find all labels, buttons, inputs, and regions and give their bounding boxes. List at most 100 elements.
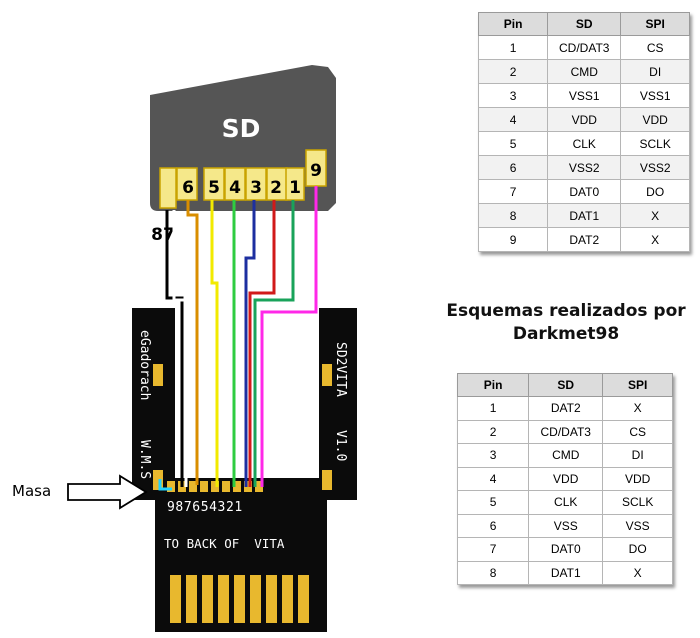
- cell: 7: [477, 179, 549, 204]
- sd-contact-pin-1: [285, 167, 305, 201]
- cell: DAT0: [547, 179, 622, 204]
- cell: DO: [620, 179, 690, 204]
- column-header: Pin: [456, 373, 530, 397]
- solder-pad: [189, 481, 197, 492]
- cell: DI: [620, 59, 690, 84]
- cell: 2: [456, 419, 530, 444]
- cell: X: [602, 396, 673, 421]
- sd-pin-number: 5: [208, 178, 220, 198]
- wire-pin-7: [172, 210, 188, 487]
- cell: 1: [456, 396, 530, 421]
- cell: X: [602, 560, 673, 585]
- sd-pin-number: 1: [289, 178, 301, 198]
- cell: 6: [456, 513, 530, 538]
- solder-pad: [233, 481, 241, 492]
- cell: 9: [477, 227, 549, 252]
- gold-finger: [218, 575, 229, 623]
- cell: VSS: [602, 513, 673, 538]
- cell: VSS1: [547, 83, 622, 108]
- cell: VSS2: [620, 155, 690, 180]
- gold-finger: [186, 575, 197, 623]
- cell: DAT1: [547, 203, 622, 228]
- cell: DAT2: [528, 396, 604, 421]
- wires: [158, 186, 318, 491]
- gold-finger: [234, 575, 245, 623]
- cell: 7: [456, 537, 530, 562]
- cell: DAT0: [528, 537, 604, 562]
- cell: 4: [456, 466, 530, 491]
- credit-line-1: Esquemas realizados por: [446, 301, 686, 321]
- cell: CS: [620, 35, 690, 60]
- cell: VDD: [620, 107, 690, 132]
- cell: DAT2: [547, 227, 622, 252]
- cell: VSS: [528, 513, 604, 538]
- adapter-board-outline: [132, 308, 357, 632]
- board-pin-numbers: 987654321: [167, 500, 243, 515]
- wire-ground: [158, 479, 172, 491]
- column-header: Pin: [477, 12, 549, 36]
- cell: CLK: [528, 490, 604, 515]
- mounting-pad: [322, 364, 332, 386]
- cell: 5: [456, 490, 530, 515]
- gold-finger: [282, 575, 293, 623]
- column-header: SPI: [620, 12, 690, 36]
- board-bottom-text: TO BACK OF VITA: [164, 536, 285, 551]
- sd-card-label: SD: [222, 114, 261, 143]
- cell: 6: [477, 155, 549, 180]
- cell: 1: [477, 35, 549, 60]
- masa-arrow-icon: [67, 474, 148, 510]
- cell: VSS1: [620, 83, 690, 108]
- gold-finger: [170, 575, 181, 623]
- solder-pad: [167, 481, 175, 492]
- cell: 5: [477, 131, 549, 156]
- cell: CLK: [547, 131, 622, 156]
- solder-pad: [211, 481, 219, 492]
- cell: X: [620, 227, 690, 252]
- board-right-text: SD2VITA: [333, 342, 348, 397]
- cell: DAT1: [528, 560, 604, 585]
- cell: 3: [456, 443, 530, 468]
- board-left-bottom-text: W.M.S: [137, 440, 152, 479]
- gold-finger: [298, 575, 309, 623]
- column-header: SD: [528, 373, 604, 397]
- cell: 8: [456, 560, 530, 585]
- cell: DI: [602, 443, 673, 468]
- cell: 8: [477, 203, 549, 228]
- sd-pin-number: 9: [310, 161, 322, 181]
- cell: X: [620, 203, 690, 228]
- cell: SCLK: [602, 490, 673, 515]
- cell: SCLK: [620, 131, 690, 156]
- cell: DO: [602, 537, 673, 562]
- mounting-pad: [153, 470, 163, 490]
- wire-pin-9: [260, 186, 318, 487]
- board-left-text: eGadorach: [137, 330, 152, 400]
- gold-fingers: [170, 575, 309, 623]
- column-header: SPI: [602, 373, 673, 397]
- wire-pin-1: [253, 200, 295, 487]
- cell: 2: [477, 59, 549, 84]
- sd-pin-number: 6: [182, 178, 194, 198]
- column-header: SD: [547, 12, 622, 36]
- wire-pin-6: [186, 200, 199, 485]
- cell: VDD: [602, 466, 673, 491]
- wire-pin-5: [210, 200, 219, 487]
- sd-contact-pin-5: [203, 167, 225, 201]
- sd-contact-pin-3: [245, 167, 267, 201]
- cell: CD/DAT3: [528, 419, 604, 444]
- credit-line-2: Darkmet98: [512, 324, 620, 344]
- sd-pin-label-87: 87: [151, 225, 175, 245]
- gold-finger: [202, 575, 213, 623]
